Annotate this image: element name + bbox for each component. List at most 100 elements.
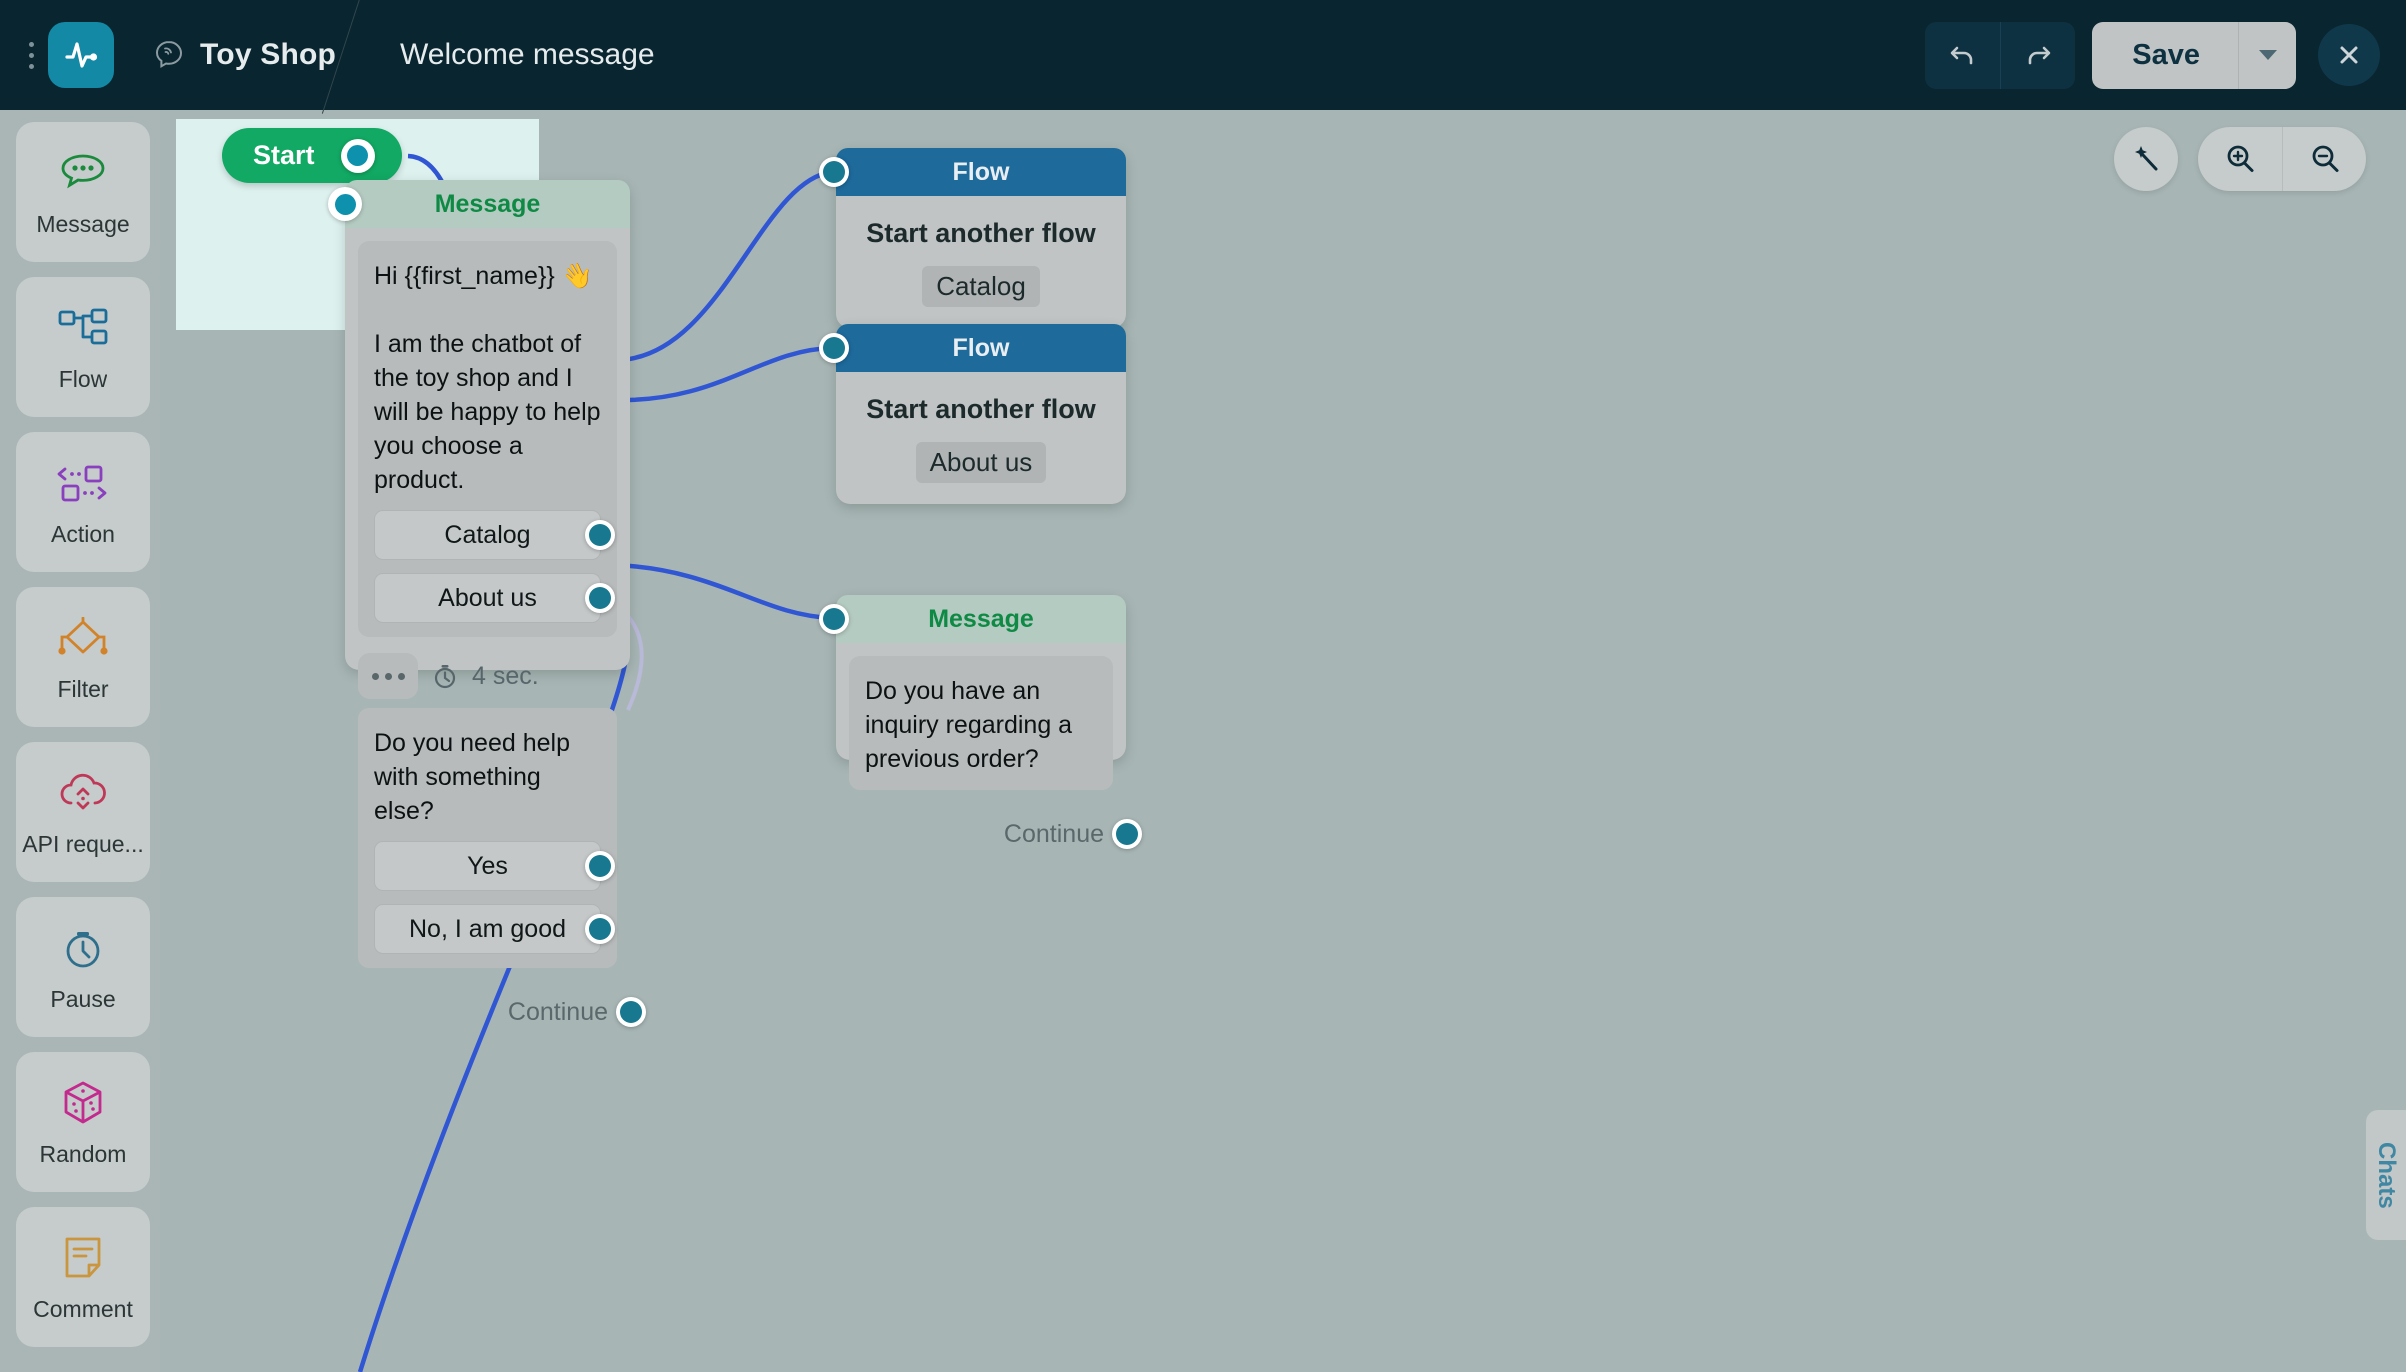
quick-reply-catalog[interactable]: Catalog [374, 510, 615, 560]
node-header-message: Message [819, 595, 1126, 643]
continue-output-port[interactable] [616, 997, 646, 1027]
undo-icon [1950, 46, 1973, 65]
start-node-label: Start [253, 140, 315, 170]
continue-output-port[interactable] [1112, 819, 1142, 849]
history-button-group [1925, 21, 2076, 89]
viber-icon [152, 38, 186, 72]
flow-target-chip[interactable]: About us [915, 442, 1047, 483]
sidebar-item-random[interactable]: Random [16, 1052, 150, 1192]
breadcrumb-account[interactable]: Toy Shop [152, 38, 336, 72]
node-continue-row[interactable]: Continue [836, 803, 1142, 865]
node-header-message: Message [328, 180, 630, 228]
flow-node-title: Start another flow [866, 394, 1096, 424]
node-input-port[interactable] [819, 157, 849, 187]
sidebar-item-label: Pause [50, 985, 116, 1012]
node-message-inquiry[interactable]: Message Do you have an inquiry regarding… [819, 595, 1142, 849]
sidebar-item-label: API reque... [22, 830, 144, 857]
sidebar-item-label: Message [36, 210, 130, 237]
message-bubble-2: Do you need help with something else? Ye… [358, 708, 617, 968]
node-welcome-message[interactable]: Message Hi {{first_name}} 👋 I am the cha… [328, 180, 646, 1027]
magic-wand-icon [2135, 146, 2158, 171]
quick-reply-output-port[interactable] [585, 583, 615, 613]
message-delay-label: 4 sec. [472, 661, 539, 690]
sidebar-item-message[interactable]: Message [16, 122, 150, 262]
sidebar-item-label: Flow [58, 365, 108, 392]
redo-button[interactable] [2000, 21, 2075, 89]
app-header: Toy Shop Welcome message Save [0, 0, 2406, 110]
chevron-down-icon [2258, 50, 2277, 60]
kebab-dot [28, 41, 34, 47]
zoom-out-icon [2312, 145, 2338, 172]
chats-tab-label: Chats [2373, 1141, 2400, 1209]
node-input-port[interactable] [328, 187, 362, 221]
zoom-in-button[interactable] [2198, 127, 2282, 191]
sidebar-item-action[interactable]: Action [16, 432, 150, 572]
flow-target-chip[interactable]: Catalog [922, 266, 1040, 307]
zoom-in-icon [2227, 145, 2254, 172]
auto-arrange-button[interactable] [2114, 127, 2178, 191]
message-bubble-2-text: Do you need help with something else? [374, 729, 577, 825]
node-continue-row[interactable]: Continue [345, 981, 646, 1043]
undo-button[interactable] [1925, 22, 2000, 89]
sidebar-item-flow[interactable]: Flow [16, 277, 150, 417]
node-header-label: Flow [952, 157, 1010, 186]
canvas-controls [2114, 127, 2366, 191]
start-output-port[interactable] [340, 138, 375, 173]
activity-pulse-logo[interactable] [48, 22, 114, 88]
message-bubble-text: Do you have an inquiry regarding a previ… [865, 677, 1080, 773]
node-flow-about-us[interactable]: Flow Start another flow About us [819, 324, 1126, 504]
action-arrows-icon [55, 457, 111, 509]
save-dropdown-button[interactable] [2238, 21, 2296, 89]
node-header-flow: Flow [819, 148, 1126, 196]
save-button-group: Save [2092, 21, 2296, 89]
kebab-dot [28, 52, 34, 58]
sidebar-item-filter[interactable]: Filter [16, 587, 150, 727]
breadcrumb-separator [336, 0, 400, 110]
flow-nodes-icon [56, 302, 110, 354]
node-palette-sidebar: Message Flow Action [0, 110, 160, 1372]
sidebar-item-label: Filter [57, 675, 109, 702]
quick-reply-about-us[interactable]: About us [374, 573, 615, 623]
api-cloud-icon [56, 767, 110, 819]
sidebar-item-label: Action [51, 520, 115, 547]
zoom-out-button[interactable] [2282, 127, 2366, 191]
sidebar-item-label: Comment [33, 1295, 133, 1322]
node-header-flow: Flow [819, 324, 1126, 372]
continue-label: Continue [1003, 819, 1104, 848]
node-header-label: Flow [952, 333, 1010, 362]
stopwatch-icon [434, 665, 456, 689]
kebab-menu-icon[interactable] [16, 25, 46, 85]
quick-reply-output-port[interactable] [585, 914, 615, 944]
node-input-port[interactable] [819, 333, 849, 363]
start-node[interactable]: Start [222, 128, 402, 183]
chats-side-tab[interactable]: Chats [2366, 1110, 2406, 1240]
quick-reply-output-port[interactable] [585, 520, 615, 550]
quick-reply-yes[interactable]: Yes [374, 841, 615, 891]
page-title: Welcome message [400, 38, 655, 71]
node-header-label: Message [928, 604, 1034, 633]
comment-note-icon [60, 1232, 106, 1284]
zoom-button-group [2198, 127, 2366, 191]
quick-reply-no-i-am-good[interactable]: No, I am good [374, 904, 615, 954]
filter-diamond-icon [55, 612, 111, 664]
sidebar-item-pause[interactable]: Pause [16, 897, 150, 1037]
sidebar-item-comment[interactable]: Comment [16, 1207, 150, 1347]
node-header-label: Message [434, 189, 541, 218]
dice-icon [58, 1077, 108, 1129]
node-flow-catalog[interactable]: Flow Start another flow Catalog [819, 148, 1126, 328]
save-button[interactable]: Save [2132, 38, 2200, 71]
typing-dots-icon[interactable] [358, 653, 418, 699]
sidebar-item-label: Random [39, 1140, 127, 1167]
close-button[interactable] [2318, 24, 2380, 86]
close-icon [2340, 46, 2358, 64]
node-input-port[interactable] [819, 604, 849, 634]
sidebar-item-api-request[interactable]: API reque... [16, 742, 150, 882]
quick-reply-label: Yes [467, 851, 508, 880]
flow-node-body: Start another flow About us [836, 372, 1126, 511]
pulse-icon [65, 42, 98, 68]
flow-canvas[interactable]: Start Message Hi {{first_name}} 👋 I am t… [160, 110, 2406, 1372]
speech-bubble-icon [57, 147, 109, 199]
quick-reply-output-port[interactable] [585, 851, 615, 881]
message-delay-row: 4 sec. [358, 650, 617, 702]
flow-node-title: Start another flow [866, 218, 1096, 248]
